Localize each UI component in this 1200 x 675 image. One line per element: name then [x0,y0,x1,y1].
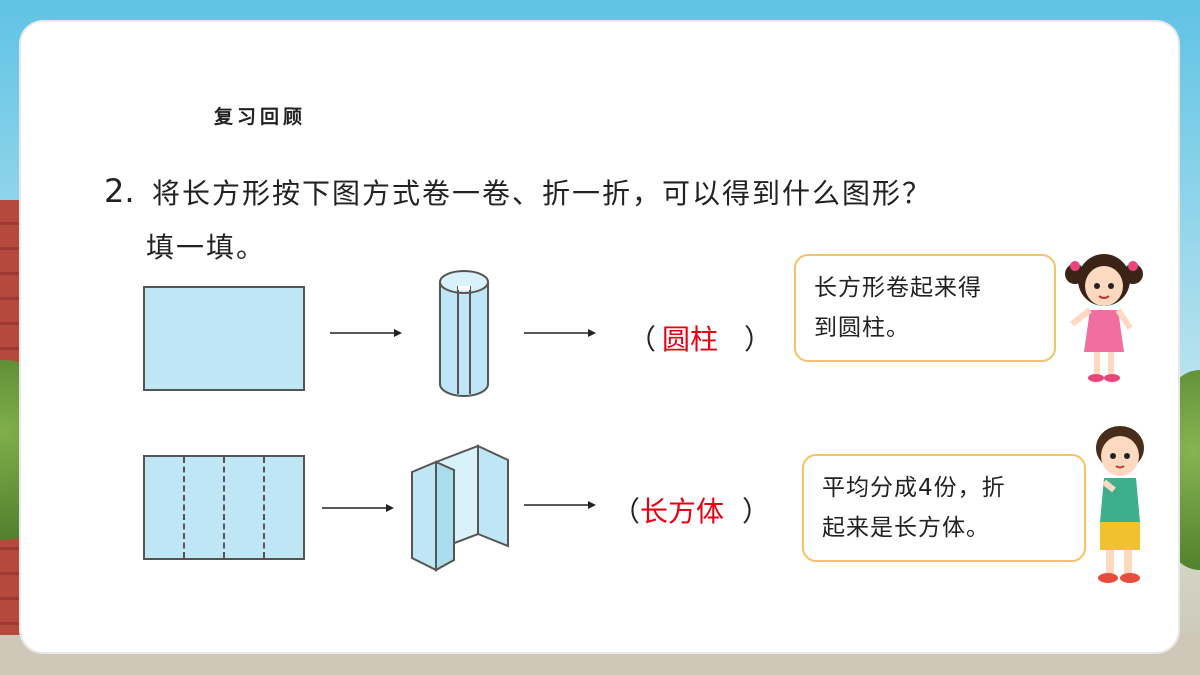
speech-bubble-boy: 平均分成4份，折 起来是长方体。 [802,454,1086,562]
bubble-line: 平均分成4份，折 [822,475,1006,501]
question-text: 将长方形按下图方式卷一卷、折一折，可以得到什么图形？ [152,177,933,210]
boy-character-icon [1096,426,1144,583]
answer-cylinder: （圆柱 ） [628,318,772,358]
section-title: 复习回顾 [214,106,307,128]
arrow-icon [322,504,394,512]
folded-box-shape [411,444,509,572]
girl-character-icon [1065,254,1143,382]
arrow-icon [330,329,402,337]
fold-line [223,457,225,558]
fold-line [183,457,185,558]
fold-line [263,457,265,558]
speech-bubble-girl: 长方形卷起来得 到圆柱。 [794,254,1056,362]
question-number: 2. [104,172,135,210]
arrow-icon [524,329,596,337]
paren-open: （ [612,495,641,528]
rectangle-folded-shape [143,455,305,560]
cylinder-shape [439,270,489,397]
answer-fill-cuboid: 长方体 [640,495,725,528]
paren-open: （ [628,323,657,356]
rectangle-shape [143,286,305,391]
answer-cuboid: （长方体 ） [612,490,770,530]
answer-fill-cylinder: 圆柱 [662,323,719,356]
paren-close: ） [744,323,773,356]
bubble-line: 起来是长方体。 [822,515,990,541]
bubble-line: 到圆柱。 [814,315,910,341]
bubble-line: 长方形卷起来得 [814,275,982,301]
question-text-continued: 填一填。 [146,231,267,264]
arrow-icon [524,501,596,509]
paren-close: ） [742,495,771,528]
